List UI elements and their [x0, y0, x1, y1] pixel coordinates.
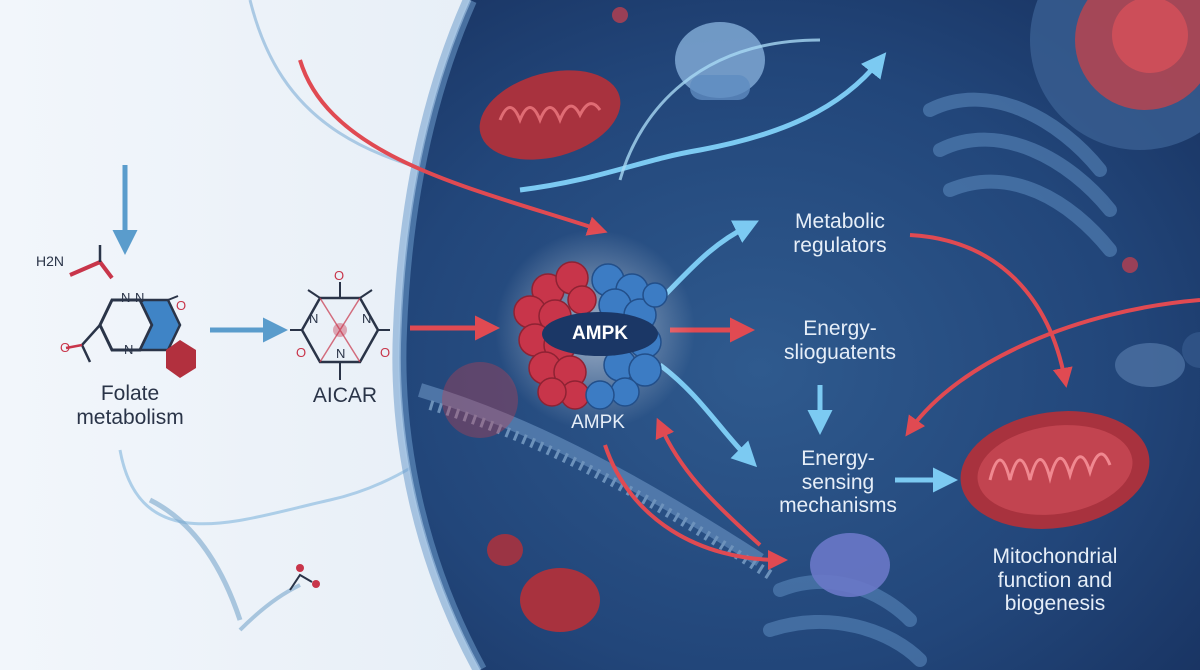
- ampk-complex: [495, 230, 695, 430]
- chem-n-label-2: N: [135, 290, 144, 305]
- chem-o-label-2: O: [60, 340, 70, 355]
- small-molecule: [289, 564, 320, 591]
- aicar-molecule: [290, 282, 390, 380]
- ampk-below-label: AMPK: [571, 412, 625, 433]
- chem-o-label-1: O: [176, 298, 186, 313]
- mitochondrion-top: [479, 70, 621, 160]
- ampk-center-label: AMPK: [572, 323, 628, 344]
- aicar-o-label-2: O: [296, 345, 306, 360]
- aicar-n-label-1: N: [309, 311, 318, 326]
- aicar-o-label-3: O: [380, 345, 390, 360]
- aicar-n-label-2: N: [362, 311, 371, 326]
- chem-n-label-1: N: [121, 290, 130, 305]
- aicar-label: AICAR: [312, 384, 378, 407]
- folate-molecule: [65, 245, 196, 378]
- chem-h2n-label: H2N: [36, 253, 64, 269]
- aicar-o-label-1: O: [334, 268, 344, 283]
- mitochondrion-right: [960, 411, 1150, 529]
- aicar-n-label-3: N: [336, 346, 345, 361]
- chem-n-label-3: N: [124, 342, 133, 357]
- energy-slioguatents-label: Energy-slioguatents: [783, 317, 897, 364]
